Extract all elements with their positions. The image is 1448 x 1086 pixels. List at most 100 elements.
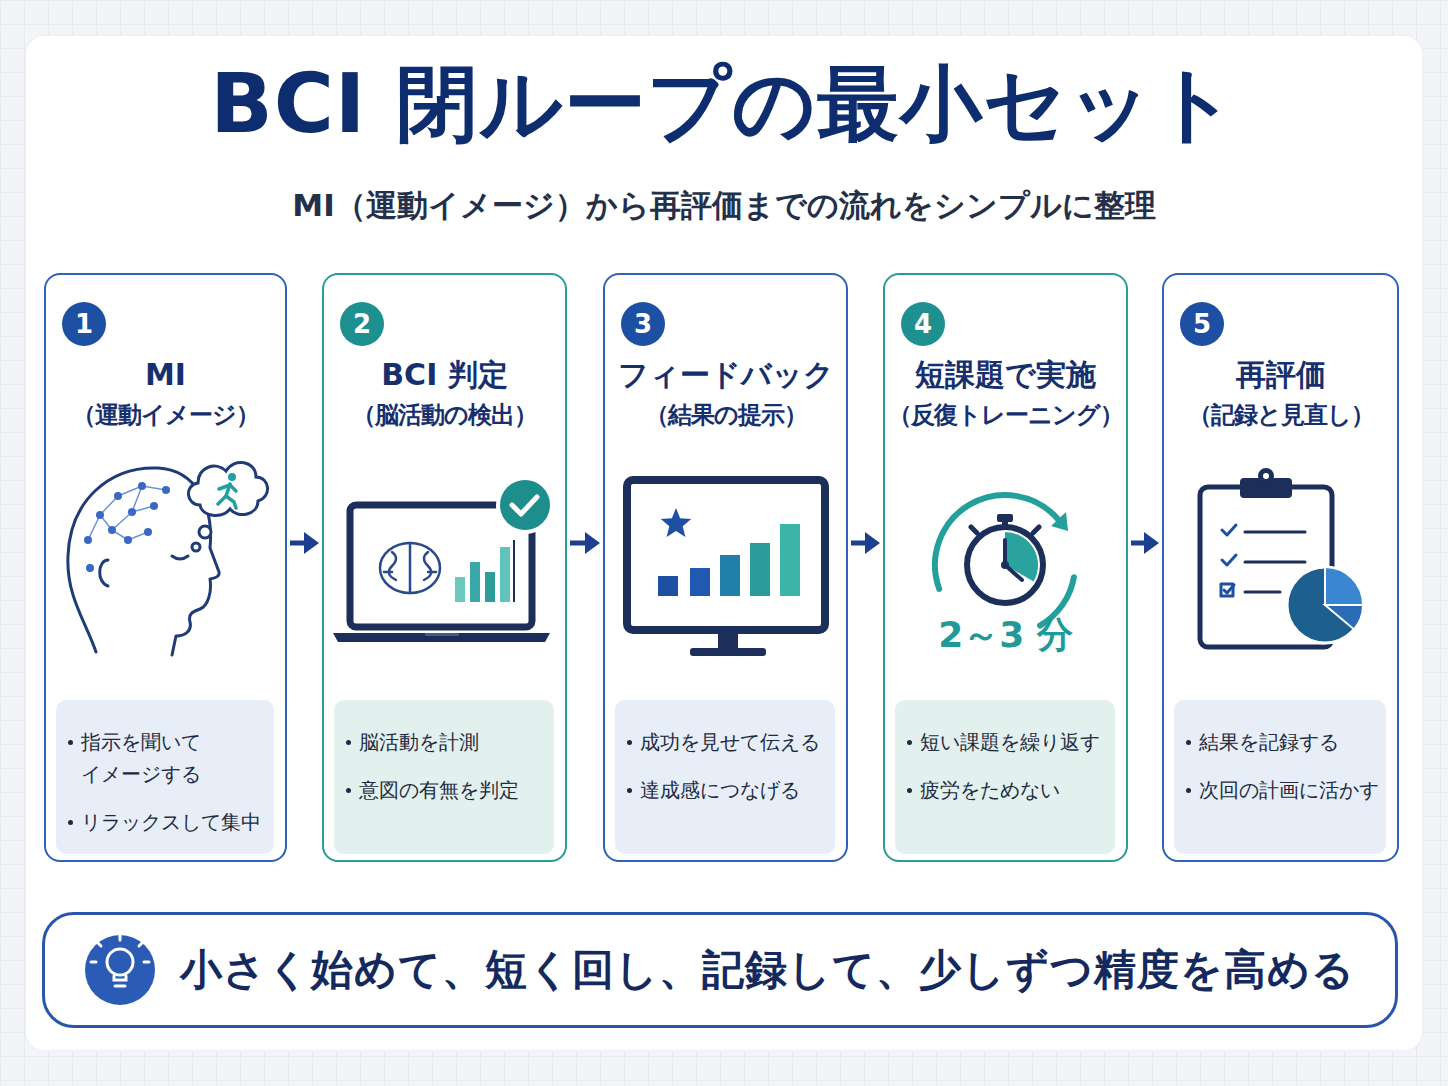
head-illustration-part bbox=[100, 560, 108, 586]
bullet-dot bbox=[907, 740, 912, 745]
arrow-head bbox=[865, 532, 880, 554]
flow-arrow bbox=[290, 532, 319, 554]
bullet-dot bbox=[627, 788, 632, 793]
step-number-circle: 1 bbox=[62, 302, 106, 346]
stopwatch-illustration-part bbox=[997, 514, 1013, 522]
bullet-row: 短い課題を繰り返す bbox=[907, 726, 1111, 758]
stopwatch-illustration-part bbox=[935, 495, 1059, 589]
bullet-row: 脳活動を計測 bbox=[346, 726, 550, 758]
null-part-part bbox=[1222, 525, 1236, 535]
stopwatch-illustration-part bbox=[1001, 561, 1009, 569]
lightbulb-icon-part bbox=[107, 949, 133, 975]
head-electrodes-part bbox=[144, 528, 152, 536]
arrow-shaft bbox=[851, 541, 868, 546]
head-electrodes-part bbox=[84, 536, 92, 544]
laptop-illustration-part bbox=[425, 633, 459, 636]
thought-cloud-part bbox=[192, 543, 200, 551]
step-number: 2 bbox=[353, 302, 371, 346]
monitor-illustration-part bbox=[720, 555, 740, 596]
null-part-part bbox=[1221, 584, 1233, 596]
head-electrodes-part bbox=[86, 564, 94, 572]
monitor-illustration bbox=[627, 480, 825, 656]
step-number: 5 bbox=[1193, 302, 1211, 346]
laptop-illustration-part bbox=[498, 478, 552, 532]
clipboard-illustration-part bbox=[1325, 567, 1363, 605]
card-heading: BCI 判定 bbox=[324, 355, 565, 395]
bullet-text: 結果を記録する bbox=[1199, 726, 1339, 758]
subtitle-text: MI（運動イメージ）から再評価までの流れをシンプルに整理 bbox=[0, 184, 1448, 226]
null-part-part bbox=[380, 543, 440, 593]
running-figure-part bbox=[218, 496, 236, 508]
stopwatch-illustration bbox=[935, 495, 1074, 626]
arrow-shaft bbox=[290, 541, 307, 546]
step-number-circle: 5 bbox=[1180, 302, 1224, 346]
head-electrodes-part bbox=[108, 526, 116, 534]
monitor-illustration-part bbox=[627, 480, 825, 630]
monitor-illustration-part bbox=[750, 543, 770, 596]
monitor-illustration-part bbox=[661, 508, 691, 537]
bullet-text: 成功を見せて伝える bbox=[640, 726, 820, 758]
monitor-illustration-part bbox=[780, 524, 800, 596]
head-electrodes-part bbox=[138, 482, 146, 490]
bullet-text: 脳活動を計測 bbox=[359, 726, 479, 758]
bullet-dot bbox=[1186, 740, 1191, 745]
step-card: BCI 判定（脳活動の検出） 2 脳活動を計測意図の有無を判定 bbox=[322, 273, 567, 862]
card-heading: MI bbox=[46, 355, 285, 395]
running-figure-part bbox=[226, 484, 230, 496]
card-header: フィードバック（結果の提示） bbox=[605, 355, 846, 435]
stopwatch-illustration-part bbox=[1040, 577, 1074, 625]
laptop-illustration-part bbox=[470, 562, 480, 602]
thought-cloud bbox=[188, 462, 267, 551]
null-part-part bbox=[1224, 585, 1234, 593]
head-electrodes bbox=[84, 482, 170, 572]
head-illustration-part bbox=[68, 468, 219, 655]
stopwatch-illustration-part bbox=[1051, 512, 1068, 531]
bullet-dot bbox=[627, 740, 632, 745]
arrow-head bbox=[304, 532, 319, 554]
head-illustration-part bbox=[172, 556, 188, 559]
thought-cloud-part bbox=[188, 462, 267, 515]
bullet-dot bbox=[907, 788, 912, 793]
step-card: MI（運動イメージ） 1 指示を聞いて イメージするリラックスして集中 bbox=[44, 273, 287, 862]
lightbulb-icon-part bbox=[85, 935, 155, 1005]
bullet-row: 指示を聞いて イメージする bbox=[68, 726, 270, 790]
step-number: 3 bbox=[634, 302, 652, 346]
card-header: 再評価（記録と見直し） bbox=[1164, 355, 1397, 435]
laptop-illustration-part bbox=[350, 505, 532, 627]
flow-arrow bbox=[851, 532, 880, 554]
null-part-part bbox=[384, 571, 436, 574]
head-electrodes-part bbox=[128, 508, 136, 516]
clipboard-illustration-part bbox=[1240, 478, 1292, 498]
running-figure-part bbox=[228, 473, 236, 481]
laptop-illustration-part bbox=[333, 633, 550, 642]
monitor-illustration-part bbox=[690, 568, 710, 596]
card-subheading: （反復トレーニング） bbox=[885, 395, 1126, 435]
head-electrodes-part bbox=[162, 486, 170, 494]
head-electrodes-part bbox=[150, 502, 158, 510]
step-card: 再評価（記録と見直し） 5 結果を記録する次回の計画に活かす bbox=[1162, 273, 1399, 862]
running-figure bbox=[218, 473, 236, 508]
card-heading: 短課題で実施 bbox=[885, 355, 1126, 395]
card-subheading: （脳活動の検出） bbox=[324, 395, 565, 435]
clipboard-illustration-part bbox=[1325, 605, 1363, 629]
bullet-text: 指示を聞いて イメージする bbox=[81, 726, 270, 790]
card-heading: 再評価 bbox=[1164, 355, 1397, 395]
thought-cloud-part bbox=[199, 526, 211, 538]
bullet-text: 次回の計画に活かす bbox=[1199, 774, 1379, 806]
bullet-dot bbox=[1186, 788, 1191, 793]
summary-band: 小さく始めて、短く回し、記録して、少しずつ精度を高める bbox=[42, 912, 1398, 1028]
step-number: 1 bbox=[75, 302, 93, 346]
bullet-row: 意図の有無を判定 bbox=[346, 774, 550, 806]
arrow-shaft bbox=[1131, 541, 1147, 546]
step-card: フィードバック（結果の提示）3成功を見せて伝える達成感につなげる bbox=[603, 273, 848, 862]
head-illustration bbox=[68, 468, 219, 655]
step-number-circle: 2 bbox=[340, 302, 384, 346]
flow-arrow bbox=[570, 532, 600, 554]
card-header: 短課題で実施（反復トレーニング） bbox=[885, 355, 1126, 435]
bullet-text: リラックスして集中 bbox=[81, 806, 261, 838]
card-header: MI（運動イメージ） bbox=[46, 355, 285, 435]
bullet-row: 疲労をためない bbox=[907, 774, 1111, 806]
bullet-text: 短い課題を繰り返す bbox=[920, 726, 1100, 758]
